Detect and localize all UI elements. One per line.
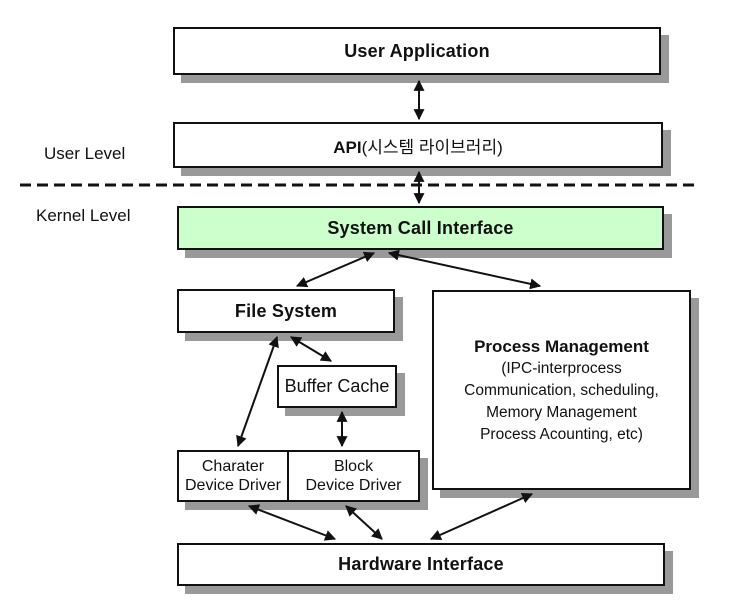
process-management-line: Communication, scheduling,	[464, 381, 659, 399]
api-label: API(시스템 라이브러리)	[333, 133, 503, 158]
character-device-driver-line1: Charater	[201, 458, 265, 475]
kernel-level-label: Kernel Level	[36, 206, 131, 225]
user-application-box: User Application	[173, 27, 661, 75]
process-management-text: Process Management (IPC-interprocess Com…	[464, 335, 659, 446]
api-prefix: API	[333, 137, 362, 157]
process-management-line: (IPC-interprocess	[501, 359, 622, 377]
process-management-box: Process Management (IPC-interprocess Com…	[432, 290, 691, 490]
buffer-cache-label: Buffer Cache	[284, 376, 390, 396]
block-device-driver-line1: Block	[333, 458, 374, 475]
hardware-interface-label: Hardware Interface	[338, 554, 504, 574]
character-device-driver-box: Charater Device Driver	[177, 450, 289, 502]
hardware-interface-box: Hardware Interface	[177, 543, 665, 586]
user-level-label: User Level	[44, 144, 126, 163]
file-system-box: File System	[177, 289, 395, 333]
block-device-driver-box: Block Device Driver	[287, 450, 420, 502]
api-box: API(시스템 라이브러리)	[173, 122, 663, 168]
character-device-driver-line2: Device Driver	[184, 477, 281, 494]
system-call-interface-box: System Call Interface	[177, 206, 664, 250]
process-management-line: Memory Management	[486, 403, 637, 421]
buffer-cache-box: Buffer Cache	[277, 365, 397, 408]
system-call-interface-label: System Call Interface	[327, 217, 514, 238]
process-management-title: Process Management	[474, 336, 649, 356]
api-suffix: (시스템 라이브러리)	[361, 137, 503, 157]
file-system-label: File System	[234, 300, 338, 321]
user-application-label: User Application	[344, 40, 490, 61]
block-device-driver-line2: Device Driver	[305, 477, 402, 494]
process-management-line: Process Acounting, etc)	[480, 425, 643, 443]
